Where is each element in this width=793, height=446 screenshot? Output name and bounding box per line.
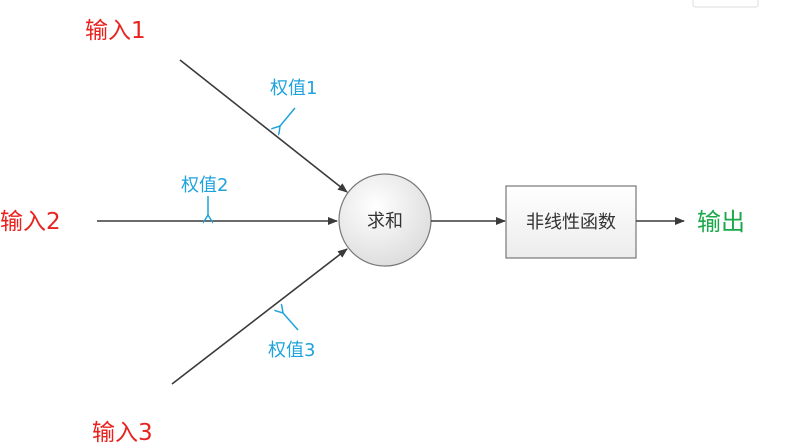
activation-node-label: 非线性函数 xyxy=(526,212,616,233)
weight-3-arrow-icon xyxy=(283,313,299,331)
input-1-edge xyxy=(179,59,348,193)
input-3-edge xyxy=(171,248,348,385)
input-1-label: 输入1 xyxy=(85,18,146,44)
weight-1-label: 权值1 xyxy=(270,78,317,99)
weight-3-label: 权值3 xyxy=(268,340,315,361)
input-3-label: 输入3 xyxy=(92,420,153,446)
sum-node-label: 求和 xyxy=(367,211,403,232)
corner-panel xyxy=(692,0,759,8)
sum-node xyxy=(338,173,432,267)
input-2-label: 输入2 xyxy=(0,209,61,235)
weight-2-label: 权值2 xyxy=(181,175,228,196)
activation-node xyxy=(505,185,637,259)
output-label: 输出 xyxy=(697,208,745,236)
weight-1-arrow-icon xyxy=(280,107,296,126)
